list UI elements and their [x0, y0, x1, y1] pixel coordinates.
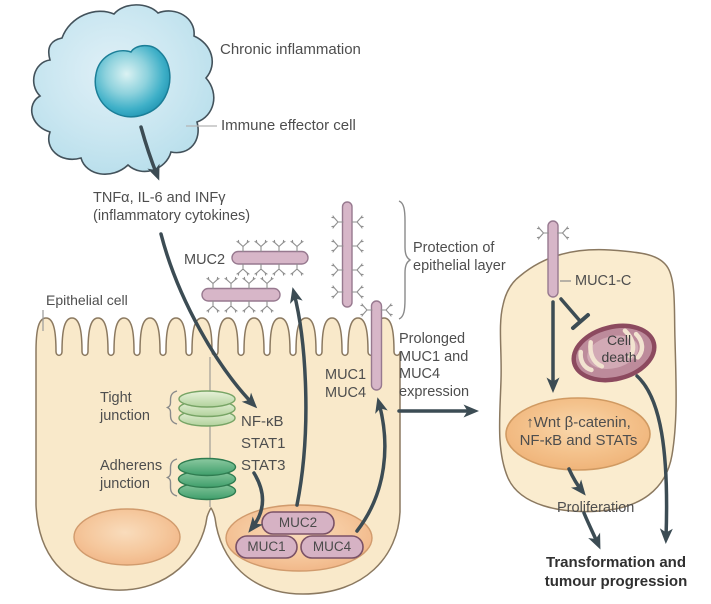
- mucin-gene-pills: [235, 511, 364, 559]
- muc1c-label: MUC1-C: [575, 273, 632, 289]
- muc1-gene-pill: [235, 535, 298, 559]
- free-mucin-rod-vertical: [331, 201, 364, 308]
- muc2-secreted-rod-2: [201, 276, 281, 313]
- arrow-wnt-to-proliferation: [567, 467, 586, 496]
- left-cell-nucleus: [73, 508, 181, 566]
- outcome-label: Transformation and tumour progression: [544, 554, 688, 590]
- adherens-junction: [177, 457, 237, 501]
- immune-effector-cell: [30, 4, 215, 175]
- arrow-stats-to-nucleus: [248, 471, 265, 533]
- muc2-label: MUC2: [184, 252, 226, 268]
- arrow-nucleus-to-muc2: [290, 287, 308, 507]
- adherens-junction-label: Adherens junction: [100, 458, 163, 492]
- muc1-gene-label: MUC1: [247, 539, 286, 554]
- muc2-gene-label: MUC2: [278, 515, 318, 530]
- cytokines-label: TNFα, IL-6 and INFγ (inflammatory cytoki…: [93, 190, 251, 224]
- arrow-cytokines-to-nfkb: [159, 232, 258, 409]
- arrow-celldeath-to-outcome: [635, 374, 673, 544]
- immune-effector-cell-label: Immune effector cell: [221, 117, 356, 134]
- prolonged-expression-label: Prolonged MUC1 and MUC4 expression: [399, 331, 470, 401]
- protection-brace: [398, 200, 412, 320]
- arrow-nucleus-to-membrane-mucin: [355, 397, 388, 533]
- membrane-mucin-rod: [360, 300, 393, 391]
- tight-junction-brace: [165, 390, 178, 425]
- tight-junction-label: Tight junction: [100, 390, 150, 424]
- epithelial-cell-label: Epithelial cell: [46, 292, 128, 308]
- mitochondria-cell-death: [571, 323, 657, 383]
- immune-cell-nucleus: [94, 44, 171, 118]
- arrow-proliferation-to-outcome: [582, 511, 601, 550]
- membrane-mucins-label: MUC1 MUC4: [325, 367, 367, 401]
- adherens-junction-brace: [165, 458, 178, 497]
- muc1c-rod: [536, 220, 570, 298]
- cell-death-label: Cell death: [601, 332, 637, 366]
- tight-junction: [178, 390, 236, 427]
- proliferation-label: Proliferation: [557, 500, 635, 516]
- wnt-signalling-label: ↑Wnt β-catenin, NF-κB and STATs: [519, 414, 638, 450]
- muc4-gene-pill: [300, 535, 364, 559]
- chronic-inflammation-label: Chronic inflammation: [220, 41, 361, 58]
- muc4-gene-label: MUC4: [312, 539, 352, 554]
- inhibition-line: [559, 297, 582, 323]
- muc2-secreted-rod-1: [231, 239, 309, 276]
- protection-label: Protection of epithelial layer: [413, 240, 506, 274]
- signal-arrows: [159, 232, 479, 533]
- transcription-factors-label: NF-κB STAT1 STAT3: [241, 413, 286, 474]
- tumour-arrows: [546, 297, 673, 550]
- wnt-signalling-ellipse: [505, 397, 651, 471]
- arrow-immune-to-cytokines: [139, 125, 160, 181]
- inhibition-bar: [571, 313, 590, 330]
